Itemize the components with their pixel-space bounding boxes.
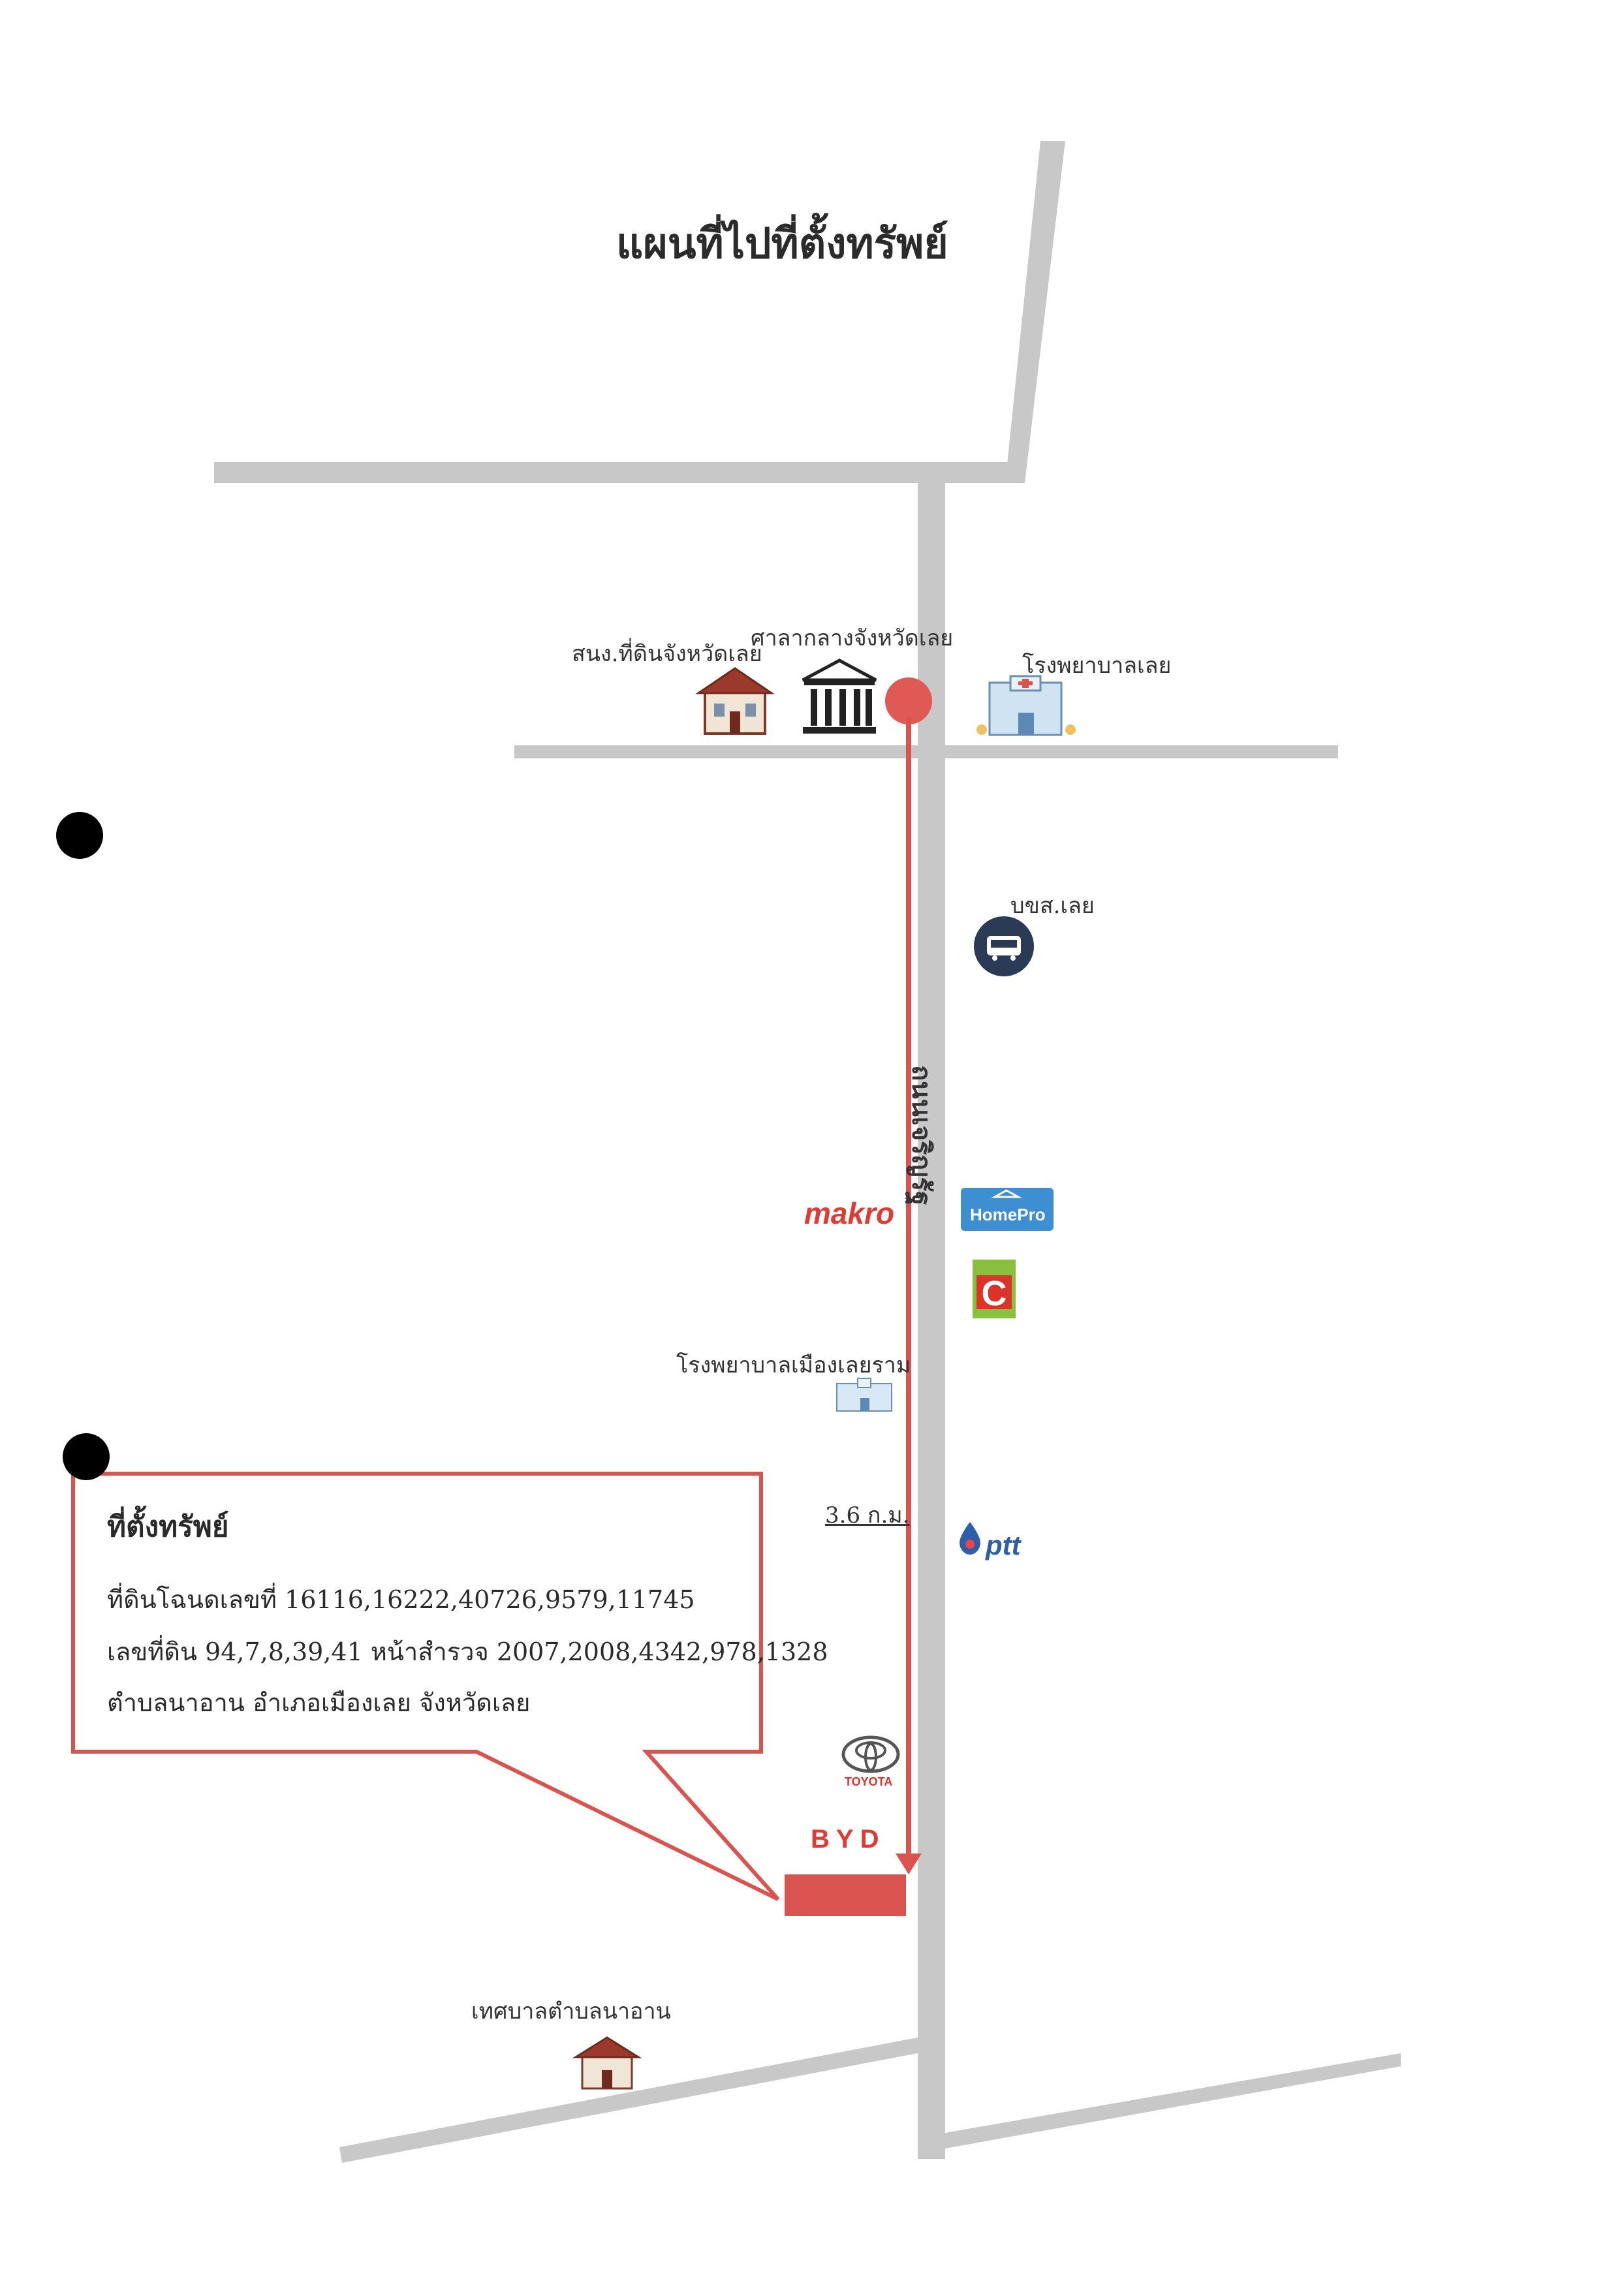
- svg-text:C: C: [982, 1274, 1007, 1313]
- road-top-diagonal: [1005, 141, 1065, 483]
- municipality-label: เทศบาลตำบลนาอาน: [471, 1998, 671, 2025]
- road-bottom-right: [945, 2053, 1401, 2149]
- ptt-logo: ptt: [986, 1530, 1021, 1560]
- start-point: [885, 677, 932, 724]
- property-info-box: ที่ตั้งทรัพย์ ที่ดินโฉนดเลขที่ 16116,162…: [73, 1472, 828, 1752]
- distance-label: 3.6 ก.ม.: [825, 1502, 910, 1528]
- info-address-line: ตำบลนาอาน อำเภอเมืองเลย จังหวัดเลย: [107, 1688, 531, 1717]
- hospital-ram-label: โรงพยาบาลเมืองเลยราม: [676, 1352, 911, 1378]
- info-parcel-line: เลขที่ดิน 94,7,8,39,41 หน้าสำรวจ 2007,20…: [107, 1637, 828, 1666]
- homepro-icon: [961, 1188, 1054, 1231]
- route-arrowhead: [896, 1854, 922, 1874]
- land-office-label: สนง.ที่ดินจังหวัดเลย: [572, 641, 762, 667]
- map-title: แผนที่ไปที่ตั้งทรัพย์: [616, 219, 948, 268]
- route: [785, 677, 932, 1916]
- byd-logo: BYD: [811, 1825, 886, 1854]
- road-top-horizontal: [214, 462, 1018, 483]
- makro-logo: makro: [804, 1196, 895, 1230]
- callout: [71, 1472, 780, 1901]
- hospital-ram-icon: [836, 1378, 892, 1412]
- court-icon: [802, 659, 877, 734]
- info-deed-line: ที่ดินโฉนดเลขที่ 16116,16222,40726,9579,…: [107, 1585, 695, 1614]
- land-office-icon: [695, 667, 775, 735]
- toyota-icon: [841, 1735, 900, 1773]
- bus-terminal-icon: [974, 916, 1034, 976]
- road-bottom-left: [339, 2038, 918, 2163]
- hospital-loei-label: โรงพยาบาลเลย: [1022, 653, 1172, 679]
- punch-hole-top: [56, 812, 103, 859]
- municipality-icon: [572, 2036, 642, 2090]
- info-heading: ที่ตั้งทรัพย์: [107, 1510, 229, 1544]
- toyota-logo: TOYOTA: [845, 1775, 893, 1788]
- hospital-icon: [976, 675, 1076, 736]
- court-label: ศาลากลางจังหวัดเลย: [751, 625, 954, 651]
- road-cross-horizontal: [514, 745, 1338, 758]
- homepro-logo: HomePro: [970, 1205, 1046, 1224]
- bus-terminal-label: บขส.เลย: [1010, 893, 1095, 919]
- road-main-vertical: [918, 483, 945, 2159]
- big-c-icon: C: [973, 1260, 1016, 1318]
- roads: [214, 141, 1401, 2163]
- punch-hole-bottom: [63, 1433, 110, 1480]
- property-marker: [785, 1874, 906, 1916]
- ptt-icon: [960, 1522, 980, 1555]
- callout-outline: [71, 1472, 780, 1901]
- road-name-label: ถนนเจริญรัฐ: [906, 1065, 937, 1206]
